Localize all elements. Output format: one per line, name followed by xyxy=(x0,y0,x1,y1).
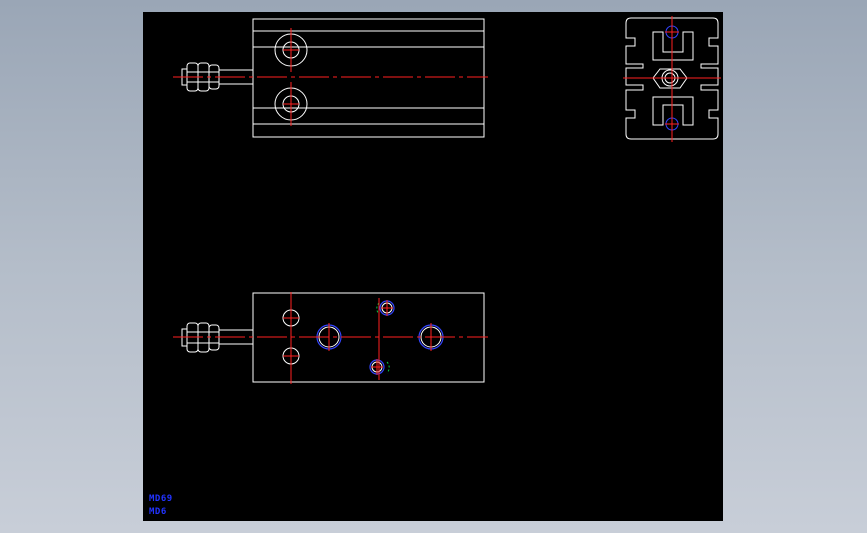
drawing-label-line1: MD69 xyxy=(149,494,173,504)
profile-outline xyxy=(625,17,719,140)
accent-arc-bottom xyxy=(386,361,390,374)
side-view xyxy=(181,18,485,138)
side-view-centerlines xyxy=(173,28,488,126)
end-view-centerlines xyxy=(623,16,721,142)
cad-drawing xyxy=(173,16,721,384)
profile-slot-bottom xyxy=(652,96,694,126)
plan-view-centerlines xyxy=(173,292,488,384)
plan-view-ports-outline xyxy=(318,302,442,373)
end-view xyxy=(625,17,719,140)
profile-slot-top xyxy=(652,31,694,61)
cad-drawing-canvas[interactable]: MD69 MD6 xyxy=(143,12,723,521)
drawing-label-line2: MD6 xyxy=(149,507,167,517)
